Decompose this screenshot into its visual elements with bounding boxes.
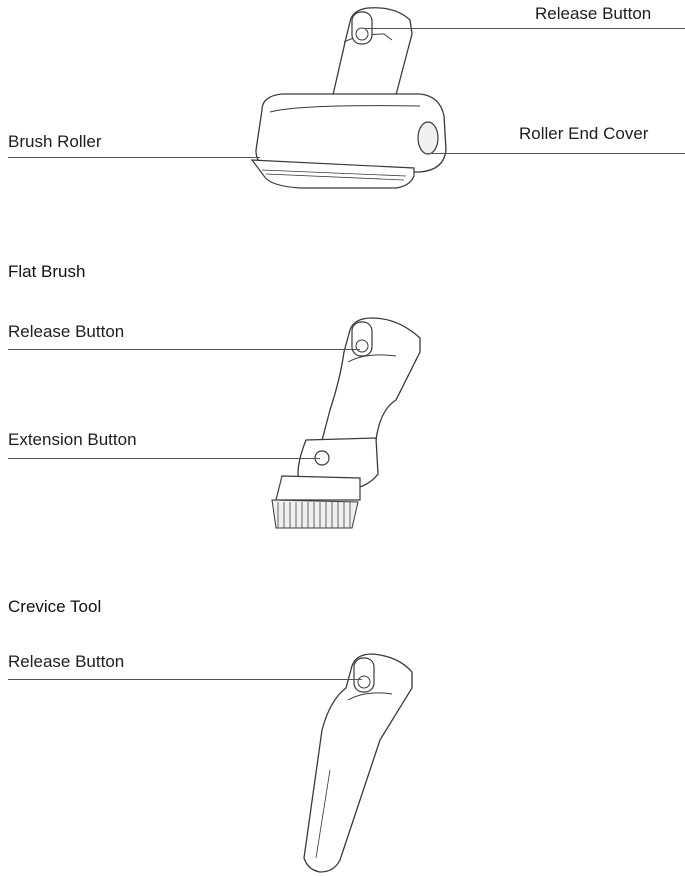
crevice-tool-body [304, 654, 412, 872]
brush-roller-label: Brush Roller [8, 132, 102, 151]
roller-end-cover [418, 122, 438, 154]
flat-brush-bristles [272, 500, 358, 528]
flat-brush-title: Flat Brush [8, 262, 86, 281]
flat-brush-release-label: Release Button [8, 322, 125, 341]
mini-brush-illustration [0, 0, 685, 220]
mini-brush-neck [330, 8, 412, 110]
crevice-tool-release-button [354, 658, 374, 692]
flat-brush-handle [320, 318, 420, 456]
crevice-tool-title: Crevice Tool [8, 597, 102, 616]
flat-brush-extension-label: Extension Button [8, 430, 137, 449]
flat-brush-release-leader [8, 349, 360, 350]
flat-brush-extension-leader [8, 458, 320, 459]
brush-roller [252, 160, 414, 188]
roller-end-cover-label: Roller End Cover [519, 124, 649, 143]
flat-brush-release-button [352, 322, 372, 356]
roller-end-cover-leader [428, 153, 685, 154]
crevice-tool-release-label: Release Button [8, 652, 125, 671]
crevice-tool-release-leader [8, 679, 362, 680]
mini-brush-release-label: Release Button [535, 4, 652, 23]
flat-brush-collar [298, 438, 378, 490]
mini-brush-release-leader [364, 28, 685, 29]
brush-roller-leader [8, 157, 260, 158]
